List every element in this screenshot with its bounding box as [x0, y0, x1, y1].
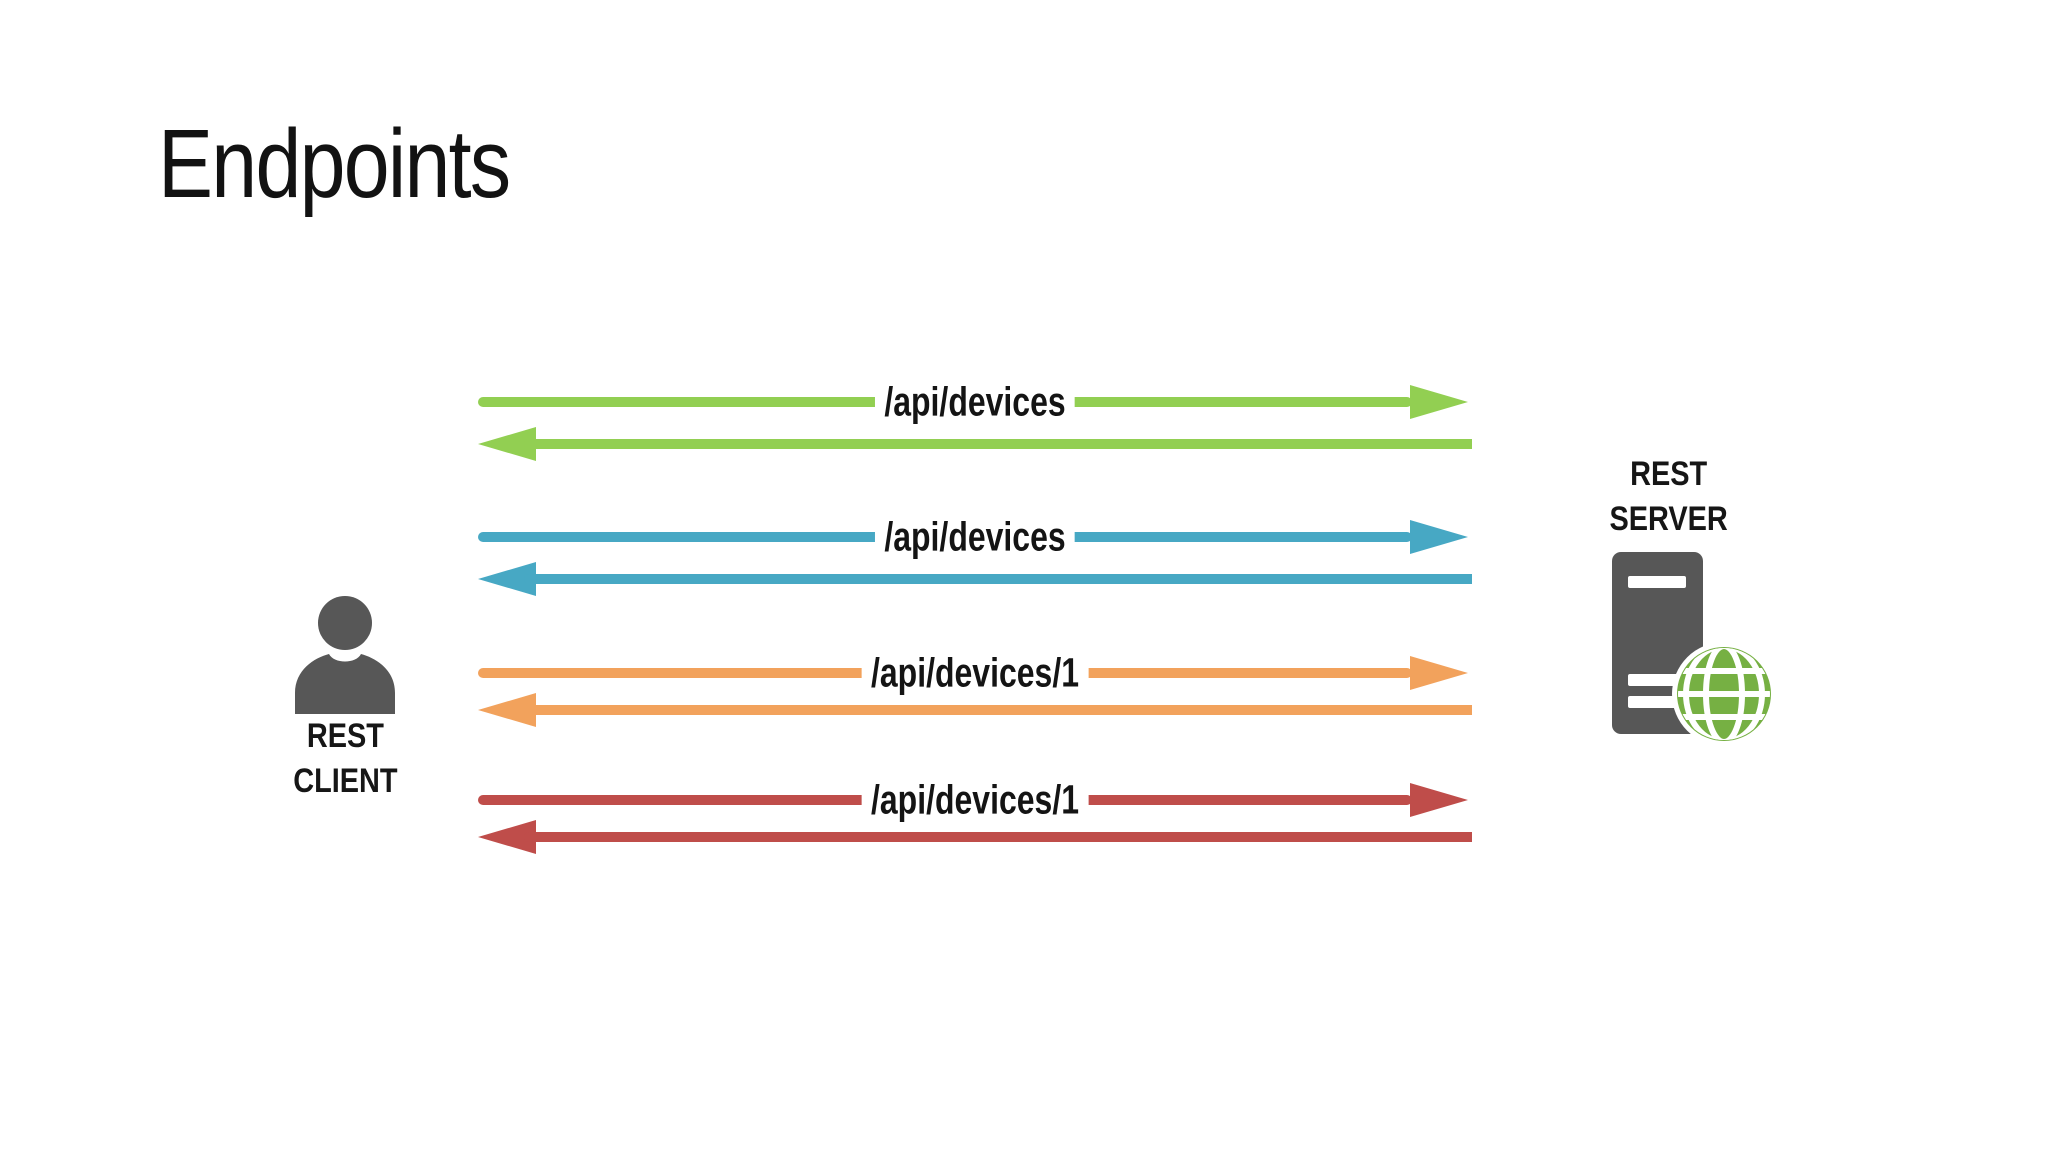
- endpoint-label: /api/devices: [847, 513, 1103, 561]
- response-arrow-line: [524, 439, 1472, 449]
- response-arrow-line: [524, 832, 1472, 842]
- request-arrowhead-icon: [1410, 385, 1468, 419]
- flow-row: /api/devices: [478, 513, 1472, 608]
- slide-title: Endpoints: [158, 109, 511, 218]
- flow-row: /api/devices/1: [478, 776, 1472, 865]
- response-arrow-line: [524, 574, 1472, 584]
- server-label-line2: SERVER: [1609, 499, 1729, 538]
- endpoint-label: /api/devices/1: [830, 649, 1121, 697]
- flow-row: /api/devices/1: [478, 649, 1472, 738]
- request-arrowhead-icon: [1410, 520, 1468, 554]
- endpoint-label-text: /api/devices/1: [861, 649, 1089, 697]
- client-label: REST CLIENT: [230, 714, 460, 804]
- server-globe-icon: [1612, 552, 1788, 756]
- request-arrowhead-icon: [1410, 783, 1468, 817]
- person-icon: [295, 596, 395, 714]
- request-arrowhead-icon: [1410, 656, 1468, 690]
- server-slot: [1628, 576, 1686, 588]
- client-label-line2: CLIENT: [292, 761, 398, 800]
- endpoint-label-text: /api/devices: [874, 513, 1076, 561]
- endpoint-label-text: /api/devices: [874, 378, 1076, 426]
- response-arrow-line: [524, 705, 1472, 715]
- server-label-line1: REST: [1630, 455, 1708, 493]
- client-label-line1: REST: [306, 717, 384, 755]
- endpoint-label: /api/devices/1: [830, 776, 1121, 824]
- endpoint-label-text: /api/devices/1: [861, 776, 1089, 824]
- endpoint-label: /api/devices: [847, 378, 1103, 426]
- flow-row: /api/devices: [478, 378, 1472, 473]
- server-label: REST SERVER: [1553, 452, 1785, 542]
- globe-icon: [1672, 642, 1776, 746]
